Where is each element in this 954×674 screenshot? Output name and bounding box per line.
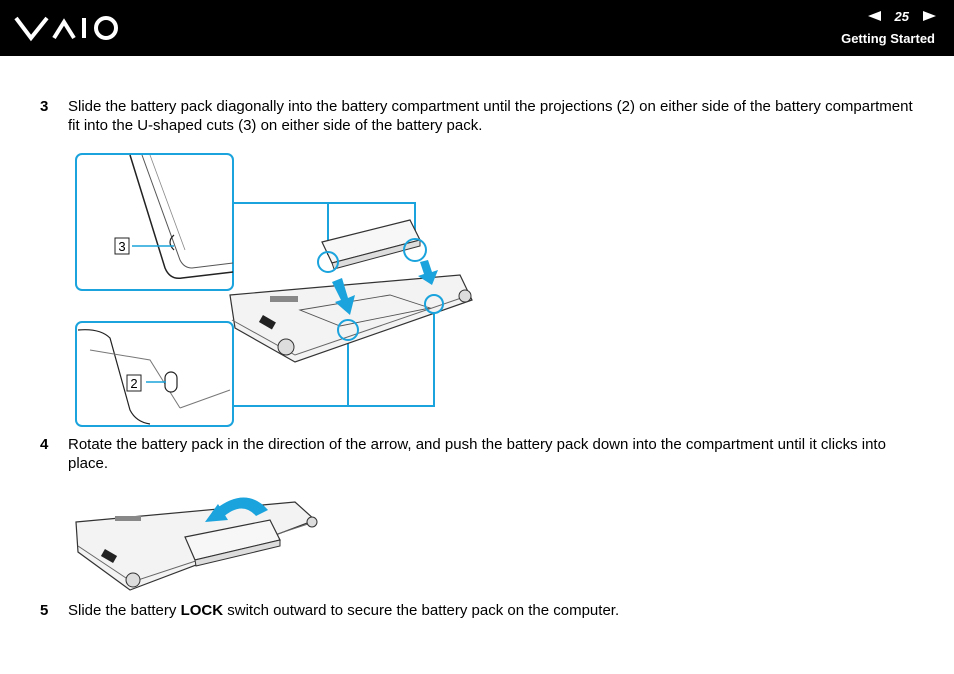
detail-u-shaped-cut: 3 <box>75 153 234 291</box>
callout-3: 3 <box>118 239 125 254</box>
header-bar: 25 Getting Started <box>0 0 954 56</box>
section-title: Getting Started <box>841 31 935 46</box>
detail-projection: 2 <box>75 321 234 427</box>
connector-lines <box>233 202 435 407</box>
battery-pack <box>184 519 281 567</box>
laptop-underside <box>229 274 473 363</box>
step-number: 5 <box>40 602 49 619</box>
callout-2: 2 <box>130 376 137 391</box>
step-number: 3 <box>40 98 49 115</box>
page-navigation: 25 <box>867 7 936 25</box>
highlight-circles <box>317 238 444 341</box>
vaio-logo <box>14 16 118 42</box>
step-text-after: switch outward to secure the battery pac… <box>223 602 620 619</box>
previous-page-arrow-icon[interactable] <box>867 11 881 21</box>
step-text: Rotate the battery pack in the direction… <box>68 436 886 472</box>
insert-arrows <box>332 260 438 315</box>
step-text-before: Slide the battery <box>68 602 181 619</box>
rotate-arrow-icon <box>205 497 268 522</box>
battery-rotate-diagram <box>75 497 318 591</box>
page-number: 25 <box>894 8 909 24</box>
step-text: Slide the battery pack diagonally into t… <box>68 98 913 134</box>
lock-keyword: LOCK <box>180 602 224 619</box>
battery-insert-diagram: 3 2 <box>75 153 473 427</box>
next-page-arrow-icon[interactable] <box>923 11 936 21</box>
step-text: Slide the battery LOCK switch outward to… <box>68 601 918 620</box>
step-number: 4 <box>40 436 49 453</box>
